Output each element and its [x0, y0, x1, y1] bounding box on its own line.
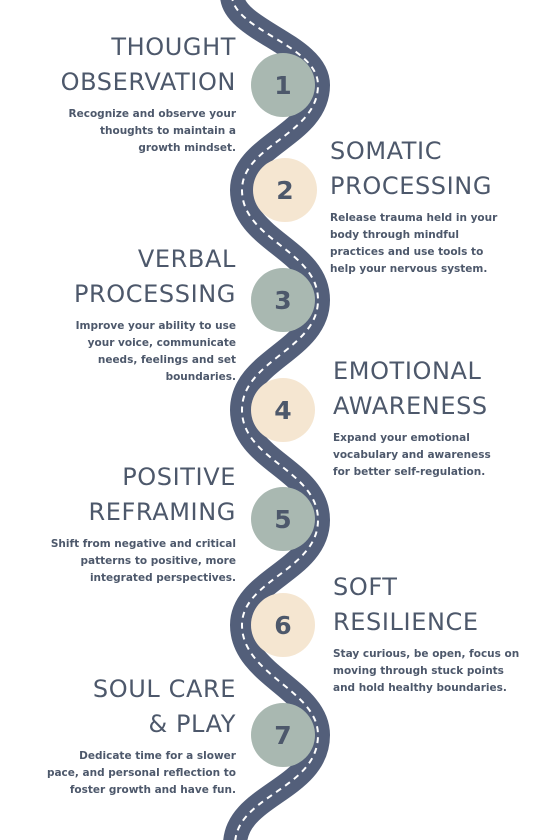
step-4-description-line-3: for better self-regulation. [333, 466, 486, 478]
step-5-number-circle: 5 [251, 487, 315, 551]
step-4-number-circle: 4 [251, 378, 315, 442]
step-2-description: Release trauma held in your body through… [330, 210, 520, 278]
step-1-description: Recognize and observe your thoughts to m… [46, 106, 236, 157]
step-5-text: POSITIVE REFRAMING Shift from negative a… [42, 460, 236, 587]
step-6-title-line-2: RESILIENCE [333, 608, 479, 636]
step-7-text: SOUL CARE & PLAY Dedicate time for a slo… [40, 672, 236, 799]
step-7-description-line-2: pace, and personal reflection to [46, 767, 236, 779]
step-5-title-line-1: POSITIVE [122, 463, 236, 491]
step-4-description: Expand your emotional vocabulary and awa… [333, 430, 523, 481]
step-7-number-circle: 7 [251, 703, 315, 767]
step-6-title: SOFT RESILIENCE [333, 570, 533, 640]
step-5-description: Shift from negative and critical pattern… [42, 536, 236, 587]
step-1-text: THOUGHT OBSERVATION Recognize and observ… [46, 30, 236, 157]
step-7-title-line-2: & PLAY [148, 710, 236, 738]
step-4-number: 4 [274, 395, 292, 425]
step-7-description-line-1: Dedicate time for a slower [79, 750, 236, 762]
step-1-description-line-2: thoughts to maintain a [99, 125, 236, 137]
step-7-description-line-3: foster growth and have fun. [69, 784, 236, 796]
step-2-description-line-4: help your nervous system. [330, 263, 488, 275]
step-4-title-line-2: AWARENESS [333, 392, 488, 420]
step-2-number: 2 [276, 175, 294, 205]
step-5-title: POSITIVE REFRAMING [42, 460, 236, 530]
step-6-text: SOFT RESILIENCE Stay curious, be open, f… [333, 570, 533, 697]
step-1-description-line-3: growth mindset. [138, 142, 236, 154]
step-2-description-line-2: body through mindful [330, 229, 459, 241]
step-3-description-line-4: boundaries. [165, 371, 236, 383]
step-2-description-line-1: Release trauma held in your [330, 212, 498, 224]
step-3-title-line-2: PROCESSING [73, 280, 236, 308]
step-4-text: EMOTIONAL AWARENESS Expand your emotiona… [333, 354, 523, 481]
step-4-description-line-2: vocabulary and awareness [333, 449, 491, 461]
step-5-title-line-2: REFRAMING [88, 498, 236, 526]
step-2-description-line-3: practices and use tools to [330, 246, 484, 258]
step-2-title-line-1: SOMATIC [330, 137, 443, 165]
step-7-number: 7 [274, 720, 292, 750]
step-3-description: Improve your ability to use your voice, … [46, 318, 236, 386]
step-2-title: SOMATIC PROCESSING [330, 134, 520, 204]
step-3-number: 3 [274, 285, 292, 315]
step-4-title: EMOTIONAL AWARENESS [333, 354, 523, 424]
step-3-description-line-1: Improve your ability to use [75, 320, 236, 332]
step-3-title-line-1: VERBAL [137, 245, 236, 273]
step-5-number: 5 [274, 504, 292, 534]
step-1-number-circle: 1 [251, 53, 315, 117]
step-6-number-circle: 6 [251, 593, 315, 657]
step-3-number-circle: 3 [251, 268, 315, 332]
step-3-description-line-2: your voice, communicate [87, 337, 236, 349]
step-6-description: Stay curious, be open, focus on moving t… [333, 646, 533, 697]
step-1-number: 1 [274, 70, 292, 100]
step-3-description-line-3: needs, feelings and set [97, 354, 236, 366]
step-7-title: SOUL CARE & PLAY [40, 672, 236, 742]
step-3-title: VERBAL PROCESSING [46, 242, 236, 312]
step-1-title: THOUGHT OBSERVATION [46, 30, 236, 100]
step-2-text: SOMATIC PROCESSING Release trauma held i… [330, 134, 520, 278]
road-lane-marking [231, 0, 320, 840]
step-1-title-line-1: THOUGHT [111, 33, 236, 61]
step-2-title-line-2: PROCESSING [330, 172, 493, 200]
step-7-description: Dedicate time for a slower pace, and per… [40, 748, 236, 799]
step-6-description-line-3: and hold healthy boundaries. [333, 682, 507, 694]
step-2-number-circle: 2 [253, 158, 317, 222]
step-5-description-line-2: patterns to positive, more [80, 555, 236, 567]
step-5-description-line-1: Shift from negative and critical [50, 538, 236, 550]
step-7-title-line-1: SOUL CARE [92, 675, 236, 703]
step-1-description-line-1: Recognize and observe your [68, 108, 236, 120]
step-4-description-line-1: Expand your emotional [333, 432, 470, 444]
step-6-description-line-1: Stay curious, be open, focus on [333, 648, 520, 660]
step-6-title-line-1: SOFT [333, 573, 398, 601]
step-4-title-line-1: EMOTIONAL [333, 357, 482, 385]
step-3-text: VERBAL PROCESSING Improve your ability t… [46, 242, 236, 386]
step-1-title-line-2: OBSERVATION [60, 68, 236, 96]
step-5-description-line-3: integrated perspectives. [89, 572, 236, 584]
step-6-description-line-2: moving through stuck points [333, 665, 504, 677]
step-6-number: 6 [274, 610, 292, 640]
